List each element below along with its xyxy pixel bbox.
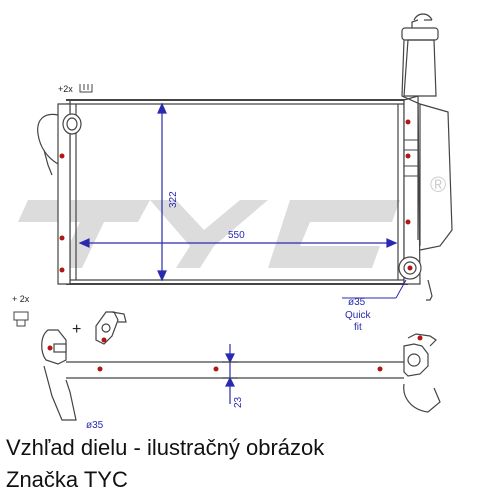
bracket-qty-top-label: +2x xyxy=(58,84,73,94)
radiator-bottom-view xyxy=(41,329,441,421)
right-tank-markers xyxy=(405,119,413,271)
caption-brand: Značka TYC xyxy=(6,467,128,492)
right-tank xyxy=(398,13,453,301)
left-tank-markers xyxy=(59,153,65,273)
top-bracket-icon xyxy=(79,84,93,93)
clamp-fitting xyxy=(95,311,127,345)
quick-fit-label-line2: fit xyxy=(354,322,362,333)
dimension-height-label: 322 xyxy=(168,191,179,208)
radiator-diagram: ® xyxy=(12,13,453,430)
plus-sign: + xyxy=(72,321,81,338)
side-bracket-icon xyxy=(13,311,29,327)
dimension-lines xyxy=(78,102,407,404)
bracket-qty-side-label: + 2x xyxy=(12,294,30,304)
caption-illustrative-note: Vzhľad dielu - ilustračný obrázok xyxy=(6,435,325,460)
quick-fit-diameter-label: ø35 xyxy=(348,297,366,308)
clamp-marker xyxy=(101,337,107,343)
dimension-width-label: 550 xyxy=(228,230,245,241)
right-tank-ribs xyxy=(404,139,418,177)
dimension-thickness-label: 23 xyxy=(233,396,244,408)
bottom-view-markers xyxy=(47,335,423,372)
registered-mark: ® xyxy=(430,172,446,197)
tyc-watermark-logo xyxy=(18,200,400,268)
left-pipe-diameter-label: ø35 xyxy=(86,420,104,430)
quick-fit-label-line1: Quick xyxy=(345,310,372,321)
